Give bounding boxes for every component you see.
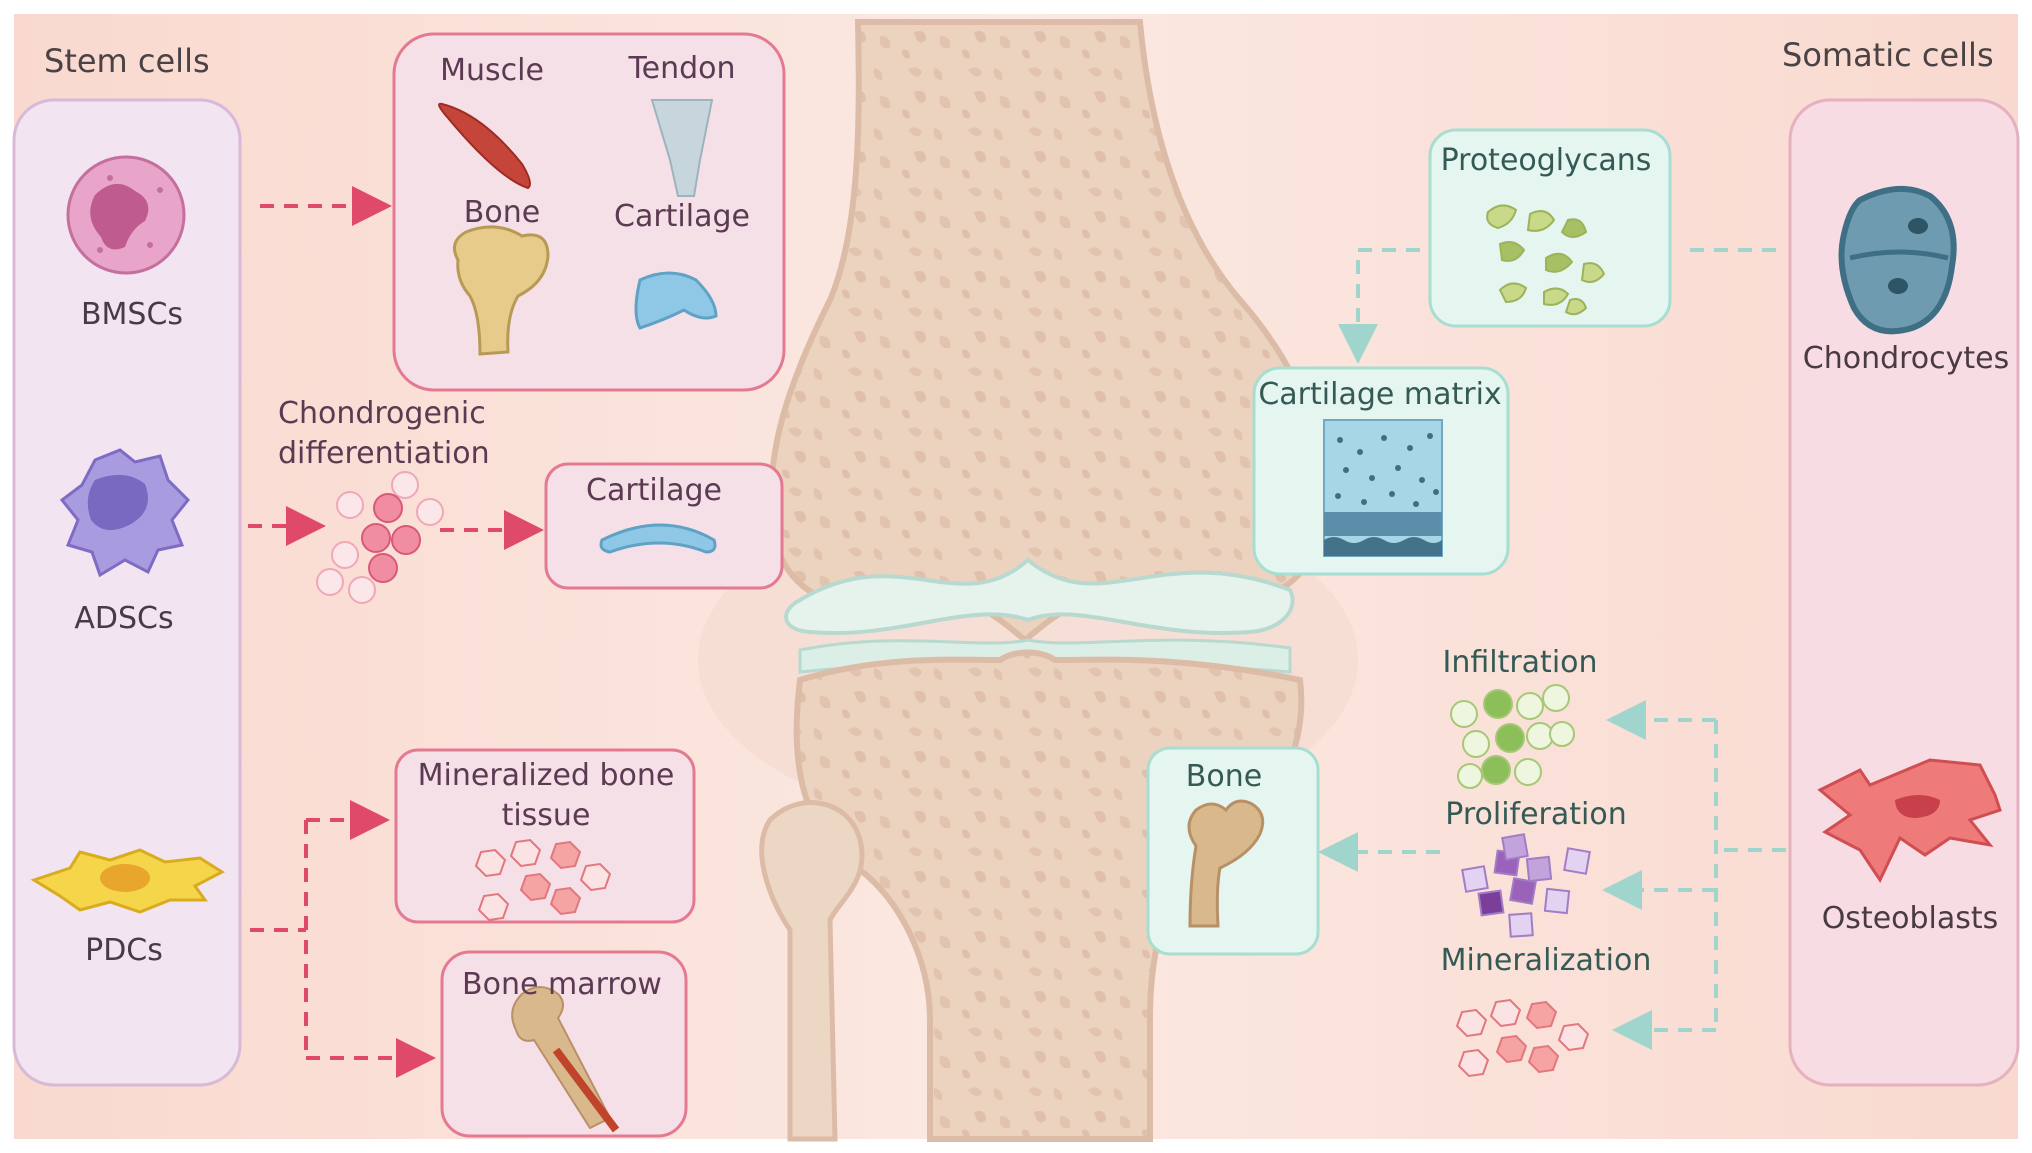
proteoglycans-icon xyxy=(1486,204,1606,316)
tendon-icon xyxy=(650,99,714,197)
fibula xyxy=(759,800,865,1142)
meniscus-icon xyxy=(599,523,717,554)
infiltration-icon xyxy=(1450,684,1575,789)
differentiating-cells-icon xyxy=(316,471,444,604)
chondrocytes-label: Chondrocytes xyxy=(1802,341,2010,376)
femur-icon xyxy=(1187,799,1265,928)
bmscs-label: BMSCs xyxy=(80,297,184,332)
tendon-label: Tendon xyxy=(628,51,736,86)
bone-marrow-label: Bone marrow xyxy=(462,967,662,1002)
bone-product-label: Bone xyxy=(1185,759,1263,794)
mineralization-label: Mineralization xyxy=(1440,943,1652,978)
adsc-cell-icon xyxy=(59,448,191,578)
proteoglycans-label: Proteoglycans xyxy=(1440,143,1652,178)
proliferation-label: Proliferation xyxy=(1445,797,1627,832)
adscs-label: ADSCs xyxy=(74,601,174,636)
cartilage-matrix-icon xyxy=(1323,419,1443,557)
bone-marrow-icon xyxy=(511,986,620,1133)
proliferation-icon xyxy=(1461,833,1591,938)
cartilage-icon xyxy=(634,271,718,330)
bone-icon xyxy=(452,225,550,356)
pdcs-label: PDCs xyxy=(85,933,163,968)
muscle-icon xyxy=(438,102,531,190)
somatic-cell-arrows xyxy=(1318,248,1786,1050)
stem-cell-arrows xyxy=(248,186,544,1078)
mineralized-bone-label: Mineralized bone tissue xyxy=(417,758,675,833)
cartilage-matrix-label: Cartilage matrix xyxy=(1258,377,1502,412)
chondrocyte-icon xyxy=(1838,185,1957,335)
chondrogenic-differentiation-label: Chondrogenic differentiation xyxy=(278,396,490,471)
muscle-label: Muscle xyxy=(440,53,544,88)
bone-label: Bone xyxy=(463,195,541,230)
proteoglycans-box xyxy=(1428,128,1672,328)
mineralized-tissue-icon xyxy=(474,838,612,922)
stem-cells-title: Stem cells xyxy=(44,42,210,80)
infiltration-label: Infiltration xyxy=(1442,645,1598,680)
bmsc-cell-icon xyxy=(66,155,186,275)
osteoblast-icon xyxy=(1817,758,2002,884)
mineralization-icon xyxy=(1455,998,1590,1078)
pdc-cell-icon xyxy=(30,848,226,914)
stem-cells-panel xyxy=(12,98,242,1087)
mineralized-bone-box xyxy=(394,748,696,924)
articular-cartilage xyxy=(784,557,1295,635)
cartilage-label: Cartilage xyxy=(614,199,750,234)
femur xyxy=(768,19,1325,644)
osteoblasts-label: Osteoblasts xyxy=(1821,901,1999,936)
somatic-cells-title: Somatic cells xyxy=(1782,36,1994,74)
cartilage-target-label: Cartilage xyxy=(586,473,722,508)
